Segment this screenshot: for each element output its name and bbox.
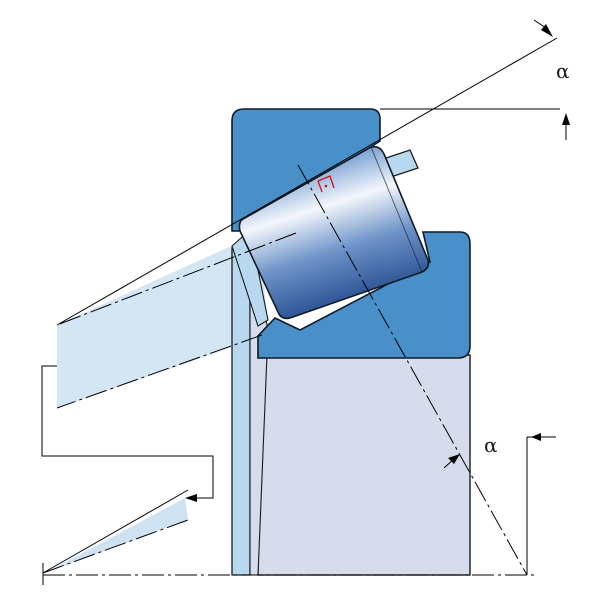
apex-line-upper	[42, 489, 189, 574]
top-angle-arrow-upper	[541, 24, 553, 37]
angle-label-top: α	[556, 59, 570, 83]
left-bracket	[41, 365, 214, 499]
tapered-roller	[238, 145, 430, 320]
top-angle-arrow-lower	[562, 113, 570, 125]
bottom-angle-arrow	[448, 454, 460, 464]
left-bracket-arrow	[185, 494, 197, 502]
roller-axis-line	[297, 164, 528, 576]
shaft-housing	[257, 354, 471, 576]
right-tick-arrow	[531, 433, 541, 441]
contact-line-top	[56, 37, 558, 326]
contact-line-low	[56, 334, 263, 409]
inner-ring	[257, 231, 471, 359]
angle-label-bottom: α	[484, 433, 498, 457]
apex-cone-band	[45, 498, 188, 573]
contact-angle-marker	[317, 175, 335, 193]
apex-line-lower	[42, 519, 189, 574]
contact-line-mid	[56, 232, 297, 326]
pressure-cone-band	[57, 233, 268, 408]
